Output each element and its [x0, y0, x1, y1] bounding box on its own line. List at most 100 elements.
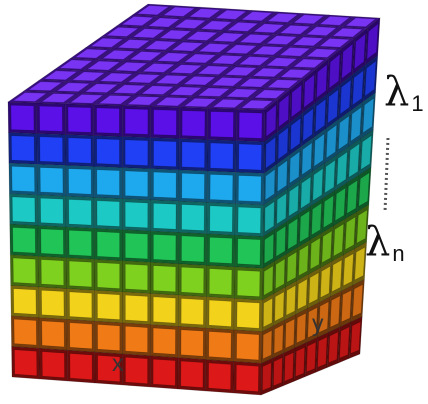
side-voxel: [288, 184, 299, 217]
side-voxel: [289, 150, 300, 184]
front-voxel: [12, 257, 37, 285]
top-voxel: [127, 73, 161, 84]
front-voxel: [153, 171, 177, 199]
side-voxel: [318, 301, 330, 334]
side-voxel: [341, 289, 352, 323]
side-voxel: [303, 73, 315, 109]
side-voxel: [299, 210, 310, 243]
top-voxel: [292, 58, 325, 69]
side-voxel: [308, 272, 320, 305]
top-voxel: [331, 27, 364, 38]
side-voxel: [301, 141, 313, 176]
side-voxel: [342, 253, 354, 287]
front-voxel: [69, 353, 93, 381]
top-voxel: [173, 19, 207, 29]
front-voxel: [152, 327, 176, 355]
top-voxel: [226, 21, 259, 32]
side-voxel: [338, 115, 350, 151]
side-voxel: [352, 283, 364, 318]
data-cube: [7, 3, 381, 396]
side-voxel: [275, 225, 286, 257]
top-voxel: [141, 63, 176, 73]
side-voxel: [313, 133, 325, 168]
front-voxel: [181, 172, 205, 200]
side-voxel: [354, 33, 366, 70]
side-voxel: [350, 106, 362, 142]
side-voxel: [278, 94, 290, 128]
top-voxel: [162, 6, 196, 17]
side-voxel: [274, 291, 285, 322]
top-voxel: [84, 83, 119, 93]
top-voxel: [252, 23, 285, 34]
front-voxel: [14, 349, 38, 377]
top-voxel: [40, 93, 76, 103]
top-voxel: [305, 48, 338, 58]
top-voxel: [43, 70, 79, 81]
top-voxel: [71, 71, 106, 82]
front-voxel: [181, 204, 205, 231]
top-voxel: [129, 51, 163, 61]
top-voxel: [212, 32, 245, 43]
top-voxel: [97, 95, 133, 105]
side-voxel: [296, 312, 307, 344]
front-voxel: [236, 301, 260, 329]
front-voxel: [208, 331, 232, 359]
side-voxel: [366, 22, 379, 60]
front-voxel: [237, 175, 262, 203]
front-voxel: [236, 332, 260, 361]
front-voxel: [209, 174, 234, 201]
side-voxel: [331, 259, 343, 293]
front-voxel: [153, 109, 177, 136]
top-voxel: [99, 72, 134, 83]
side-voxel: [291, 83, 303, 118]
front-voxel: [68, 229, 92, 257]
top-voxel: [170, 41, 205, 52]
front-voxel: [96, 169, 120, 196]
front-voxel: [209, 142, 234, 170]
front-voxel: [39, 167, 64, 194]
side-voxel: [350, 321, 361, 354]
top-voxel: [74, 48, 109, 59]
front-voxel: [236, 269, 261, 298]
front-voxel: [235, 364, 259, 392]
side-voxel: [334, 187, 346, 222]
top-voxel: [58, 59, 94, 70]
front-voxel: [153, 202, 177, 230]
front-voxel: [68, 260, 93, 288]
front-voxel: [41, 320, 65, 348]
front-voxel: [40, 197, 64, 225]
top-voxel: [156, 52, 190, 63]
front-voxel: [69, 322, 93, 350]
side-voxel: [352, 69, 364, 106]
front-voxel: [124, 263, 149, 291]
side-voxel: [333, 223, 345, 257]
top-voxel: [183, 97, 218, 108]
front-voxel: [208, 362, 232, 390]
top-voxel: [132, 28, 166, 39]
top-voxel: [305, 26, 338, 36]
top-voxel: [210, 77, 244, 87]
front-voxel: [11, 196, 36, 223]
side-voxel: [275, 258, 286, 290]
front-voxel: [210, 111, 234, 138]
top-voxel: [116, 39, 151, 49]
side-voxel: [298, 244, 309, 277]
top-voxel: [147, 17, 181, 28]
front-voxel: [96, 200, 120, 227]
front-voxel: [208, 299, 232, 327]
front-voxel: [68, 199, 92, 226]
front-voxel: [237, 238, 261, 266]
top-voxel: [279, 24, 312, 35]
front-voxel: [124, 139, 149, 166]
side-voxel: [312, 167, 324, 202]
top-voxel: [266, 79, 300, 89]
front-voxel: [10, 104, 35, 131]
top-voxel: [120, 16, 155, 27]
side-voxel: [324, 159, 336, 194]
top-voxel: [292, 14, 325, 25]
top-voxel: [238, 33, 272, 44]
side-voxel: [262, 329, 273, 360]
front-voxel: [96, 231, 120, 258]
top-voxel: [251, 45, 285, 56]
side-voxel: [316, 63, 328, 99]
